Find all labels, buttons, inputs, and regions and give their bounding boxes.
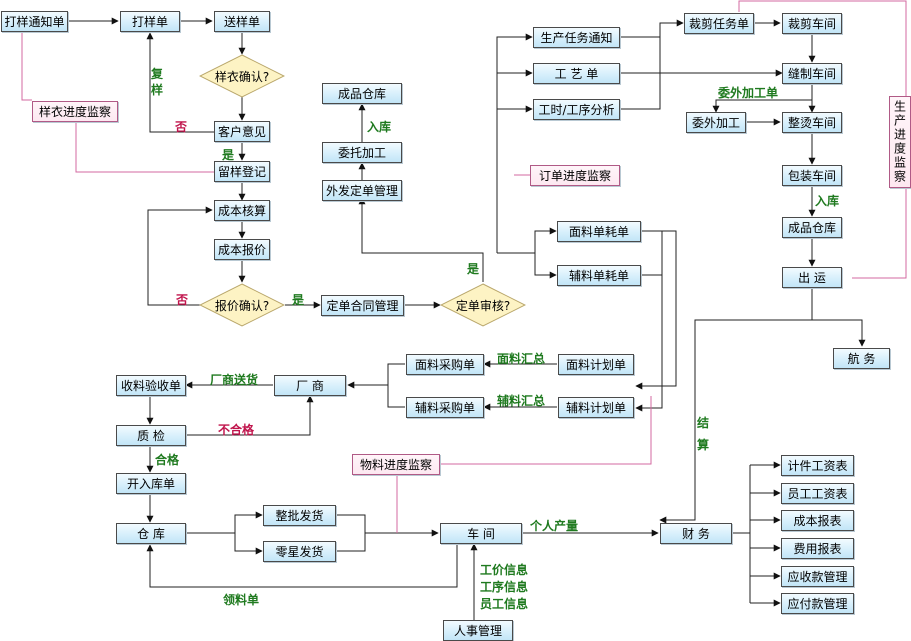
piecework-wage-box: 计件工资表 xyxy=(781,455,854,476)
no-quote-label: 否 xyxy=(176,293,189,307)
quote-confirm-diamond: 报价确认? xyxy=(198,283,286,327)
finished-warehouse-right-box: 成品仓库 xyxy=(782,217,842,238)
order-progress-monitor-box: 订单进度监察 xyxy=(530,165,620,186)
quote-confirm-text: 报价确认? xyxy=(214,298,270,313)
employee-wage-box: 员工工资表 xyxy=(781,483,854,504)
receiving-inspection-box: 收料验收单 xyxy=(116,375,186,396)
sample-progress-monitor-box: 样衣进度监察 xyxy=(32,101,118,122)
yes-quote-label: 是 xyxy=(292,293,305,307)
ironing-workshop-box: 整烫车间 xyxy=(782,112,842,133)
outsource-order-label: 委外加工单 xyxy=(718,86,779,100)
outsourced-order-box: 外发定单管理 xyxy=(322,180,402,201)
sample-delivery-box: 送样单 xyxy=(214,11,270,32)
freight-box: 航 务 xyxy=(833,348,890,369)
yes-review-label: 是 xyxy=(467,262,480,276)
fabric-purchase-box: 面料采购单 xyxy=(406,354,484,375)
fabric-plan-box: 面料计划单 xyxy=(558,354,634,375)
supplier-delivery-label: 厂商送货 xyxy=(210,373,259,387)
sewing-workshop-box: 缝制车间 xyxy=(782,63,842,84)
fabric-summary-label: 面料汇总 xyxy=(497,352,546,366)
process-sheet-box: 工 艺 单 xyxy=(533,63,620,84)
sample-notice-box: 打样通知单 xyxy=(1,11,68,32)
price-info-label: 工价信息 xyxy=(480,563,529,577)
cost-accounting-box: 成本核算 xyxy=(214,200,270,221)
contract-management-box: 定单合同管理 xyxy=(321,295,404,316)
customer-feedback-box: 客户意见 xyxy=(214,121,270,142)
accessory-plan-box: 辅料计划单 xyxy=(558,397,634,418)
payables-box: 应付款管理 xyxy=(781,593,854,614)
stock-in-box: 开入库单 xyxy=(116,473,186,494)
cutting-task-box: 裁剪任务单 xyxy=(684,13,754,34)
quality-check-box: 质 检 xyxy=(116,425,186,446)
cost-report-box: 成本报表 xyxy=(781,510,854,531)
hr-management-box: 人事管理 xyxy=(443,620,513,641)
sample-registration-box: 留样登记 xyxy=(214,161,270,182)
sample-confirm-text: 样衣确认? xyxy=(214,69,270,84)
personal-output-label: 个人产量 xyxy=(530,519,579,533)
fabric-consumption-box: 面料单耗单 xyxy=(557,221,641,242)
shipping-box: 出 运 xyxy=(782,267,842,288)
bulk-delivery-box: 整批发货 xyxy=(263,505,336,526)
outsource-processing-box: 委外加工 xyxy=(686,112,746,133)
accessory-purchase-box: 辅料采购单 xyxy=(406,397,484,418)
commissioned-processing-box: 委托加工 xyxy=(322,142,402,163)
production-progress-monitor-box: 生产进度监察 xyxy=(889,96,911,188)
finished-warehouse-left-box: 成品仓库 xyxy=(322,83,402,104)
requisition-label: 领料单 xyxy=(223,593,260,607)
labor-time-analysis-box: 工时/工序分析 xyxy=(533,99,620,120)
expense-report-box: 费用报表 xyxy=(781,538,854,559)
employee-info-label: 员工信息 xyxy=(480,597,529,611)
warehouse-box: 仓 库 xyxy=(116,523,186,544)
material-progress-monitor-box: 物料进度监察 xyxy=(352,454,440,475)
accessory-summary-label: 辅料汇总 xyxy=(497,394,546,408)
receivables-box: 应收款管理 xyxy=(781,566,854,587)
production-notice-box: 生产任务通知 xyxy=(533,27,620,48)
order-review-diamond: 定单审核? xyxy=(439,283,527,327)
yes-customer-label: 是 xyxy=(222,148,235,162)
cutting-workshop-box: 裁剪车间 xyxy=(782,13,842,34)
order-review-text: 定单审核? xyxy=(455,298,511,313)
cost-quote-box: 成本报价 xyxy=(214,239,270,260)
unqualified-label: 不合格 xyxy=(218,423,255,437)
no-customer-label: 否 xyxy=(175,120,188,134)
process-info-label: 工序信息 xyxy=(480,580,529,594)
storage-right-label: 入库 xyxy=(815,194,840,208)
finance-box: 财 务 xyxy=(660,523,732,544)
workshop-box: 车 间 xyxy=(440,523,522,544)
storage-left-label: 入库 xyxy=(367,120,392,134)
accessory-consumption-box: 辅料单耗单 xyxy=(557,265,641,286)
partial-delivery-box: 零星发货 xyxy=(263,541,336,562)
supplier-box: 厂 商 xyxy=(274,375,346,396)
sampling-order-box: 打样单 xyxy=(120,11,180,32)
settlement-label: 结算 xyxy=(697,416,710,452)
sample-confirm-diamond: 样衣确认? xyxy=(198,54,286,98)
packing-workshop-box: 包装车间 xyxy=(782,165,842,186)
resample-label: 复样 xyxy=(151,67,164,97)
qualified-label: 合格 xyxy=(155,453,180,467)
